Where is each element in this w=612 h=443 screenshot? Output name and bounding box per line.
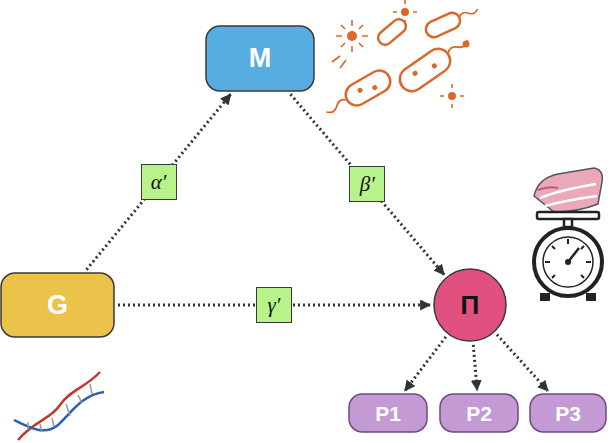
node-label: P1	[375, 403, 401, 424]
path-coefficient: γ′	[256, 287, 292, 323]
dotted-arrow	[87, 94, 231, 269]
phenotype-circle: Π	[433, 268, 507, 342]
edge-label: β′	[360, 172, 375, 197]
dotted-arrow	[405, 337, 446, 391]
dna-icon	[14, 372, 104, 440]
path-coefficient: β′	[349, 166, 385, 202]
path-coefficient: α′	[141, 164, 177, 200]
node-label: Π	[461, 292, 480, 318]
dotted-arrow	[497, 335, 548, 391]
node-label: P2	[466, 403, 492, 424]
scale-icon	[534, 168, 602, 301]
edge-label: γ′	[268, 293, 281, 318]
node-label: G	[47, 292, 68, 319]
dotted-arrow	[473, 345, 477, 390]
dotted-arrow	[290, 94, 444, 274]
variable-box: M	[205, 25, 315, 92]
trait-box: P1	[348, 393, 428, 433]
edge-label: α′	[151, 170, 167, 195]
trait-box: P3	[529, 393, 607, 433]
bacteria-icon	[321, 0, 481, 122]
node-label: M	[249, 45, 272, 72]
node-label: P3	[555, 403, 581, 424]
trait-box: P2	[439, 393, 519, 433]
variable-box: G	[0, 272, 115, 338]
